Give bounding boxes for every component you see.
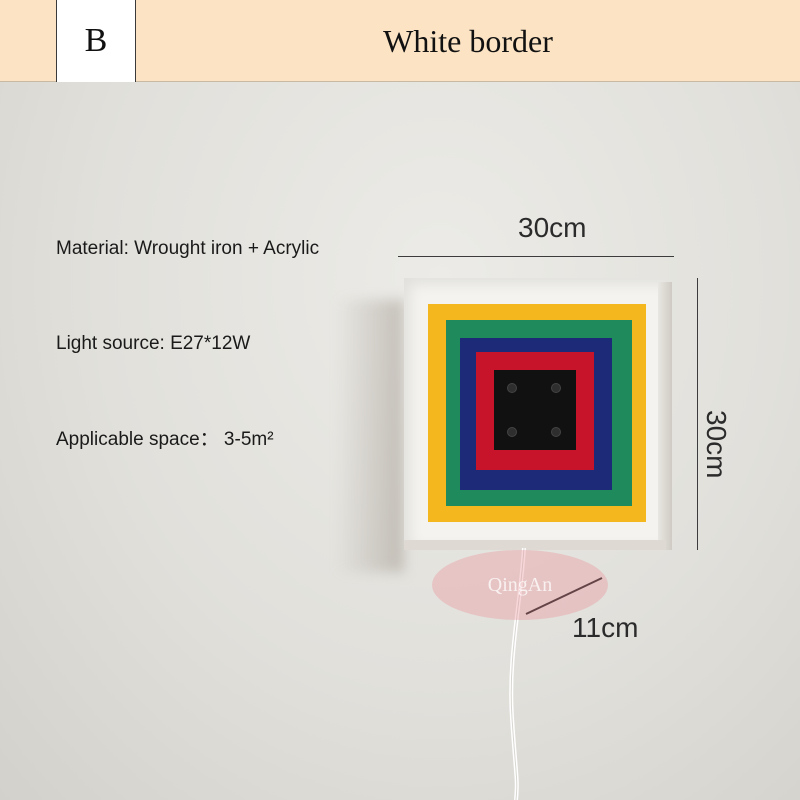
lamp-frame-side: [658, 282, 672, 550]
spec-applicable-space: Applicable space： 3-5m²: [56, 429, 274, 450]
height-dimension-line: [697, 278, 698, 550]
width-dimension-line: [398, 256, 674, 257]
dimension-width: 30cm: [518, 212, 587, 243]
power-cord: [509, 548, 526, 800]
dimension-height: 30cm: [701, 410, 732, 479]
lamp-frame-bottom: [404, 540, 666, 550]
watermark-text: QingAn: [487, 573, 553, 596]
black-center-panel: [494, 370, 576, 450]
dimension-depth: 11cm: [572, 612, 639, 643]
screw-icon: [508, 384, 516, 392]
screw-icon: [552, 428, 560, 436]
spec-light-source: Light source: E27*12W: [56, 333, 251, 354]
screw-icon: [508, 428, 516, 436]
screw-icon: [552, 384, 560, 392]
lamp-shadow: [336, 300, 404, 572]
variant-name: White border: [383, 22, 553, 59]
spec-material: Material: Wrought iron + Acrylic: [56, 238, 320, 259]
variant-header: B White border: [0, 0, 800, 82]
watermark-logo: QingAn: [432, 550, 608, 620]
depth-dimension-line: [525, 577, 603, 615]
variant-letter: B: [56, 0, 136, 82]
